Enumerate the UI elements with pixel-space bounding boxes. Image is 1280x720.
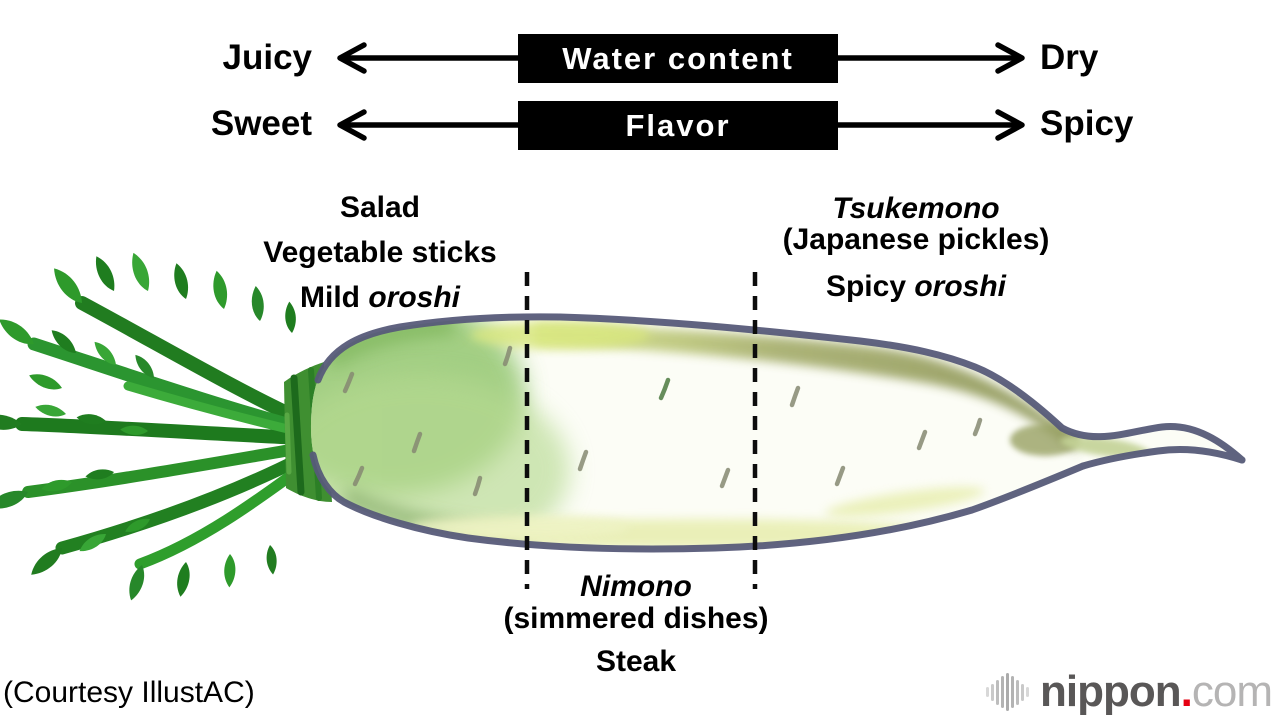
logo-bar bbox=[991, 683, 995, 701]
use-nimono: Nimono bbox=[580, 570, 692, 603]
use-vegetable-sticks: Vegetable sticks bbox=[263, 236, 497, 269]
logo-bar bbox=[1011, 676, 1015, 708]
daikon-root-hairs bbox=[342, 345, 983, 497]
nippon-com-logo: nippon.com bbox=[986, 667, 1273, 716]
use-mild-oroshi: Mild oroshi bbox=[300, 281, 460, 314]
logo-bar bbox=[1021, 683, 1025, 701]
water-content-arrows bbox=[337, 42, 1025, 74]
tip-section-label: Tsukemono (Japanese pickles) Spicy orosh… bbox=[736, 193, 1096, 302]
flavor-scale-title: Flavor bbox=[518, 101, 838, 150]
nippon-logo-wordmark: nippon.com bbox=[1040, 667, 1273, 716]
water-scale-left-label: Juicy bbox=[222, 38, 313, 77]
courtesy-credit: (Courtesy IllustAC) bbox=[3, 676, 255, 709]
logo-bar bbox=[1006, 673, 1010, 711]
use-japanese-pickles: (Japanese pickles) bbox=[782, 223, 1050, 256]
logo-bar bbox=[1026, 687, 1030, 697]
use-steak: Steak bbox=[595, 645, 677, 678]
top-section-label: Salad Vegetable sticks Mild oroshi bbox=[200, 185, 560, 320]
nippon-logo-icon bbox=[986, 672, 1030, 712]
use-tsukemono: Tsukemono bbox=[832, 192, 1000, 225]
daikon-leaves bbox=[0, 250, 310, 603]
logo-bar bbox=[1016, 679, 1020, 705]
daikon-body bbox=[309, 313, 1246, 553]
flavor-scale-left-label: Sweet bbox=[210, 104, 312, 143]
logo-bar bbox=[1001, 676, 1005, 708]
use-simmered-dishes: (simmered dishes) bbox=[503, 602, 769, 635]
flavor-arrows bbox=[337, 109, 1025, 141]
logo-bar bbox=[986, 687, 990, 697]
middle-section-label: Nimono (simmered dishes) Steak bbox=[456, 571, 816, 678]
logo-bar bbox=[996, 679, 1000, 705]
water-content-scale-title: Water content bbox=[518, 34, 838, 83]
water-scale-right-label: Dry bbox=[1040, 38, 1099, 77]
daikon-outline bbox=[309, 313, 1246, 553]
use-salad: Salad bbox=[339, 191, 421, 224]
use-spicy-oroshi: Spicy oroshi bbox=[825, 270, 1007, 303]
flavor-scale-right-label: Spicy bbox=[1040, 104, 1134, 143]
